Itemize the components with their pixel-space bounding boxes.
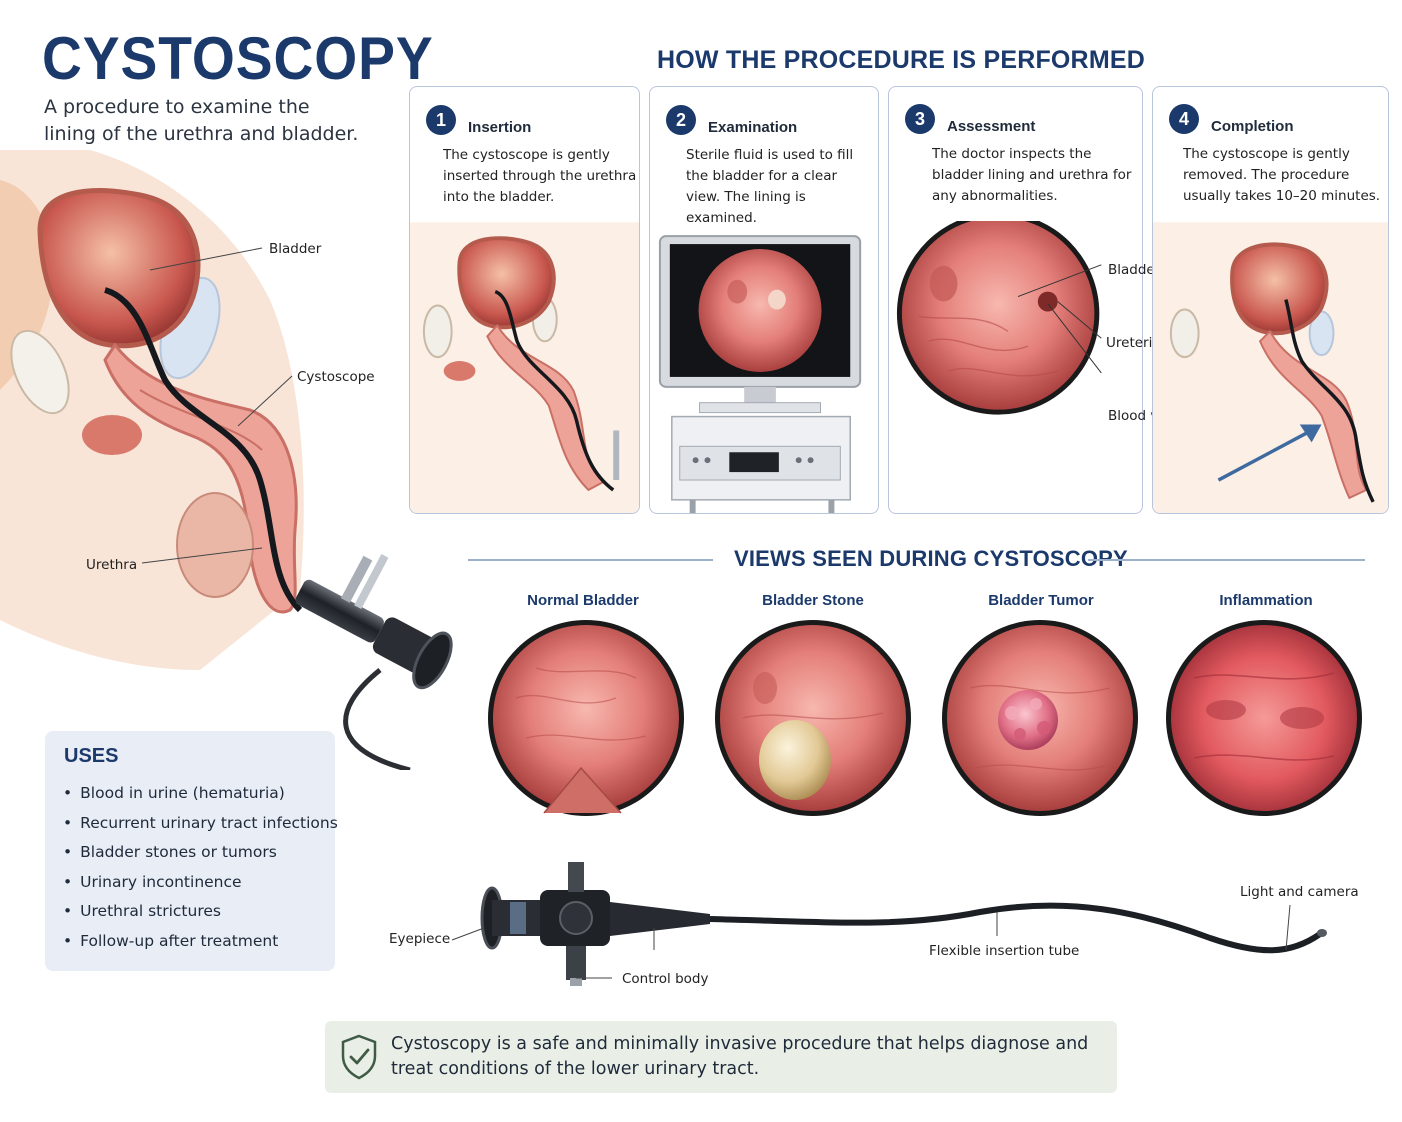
step-heading: Examination (708, 119, 798, 136)
label-urethra: Urethra (86, 557, 138, 573)
view-bladder-tumor (942, 620, 1138, 816)
views-divider-right (1088, 559, 1365, 561)
view-label-inflammation: Inflammation (1219, 592, 1313, 609)
anatomy-illustration (0, 150, 453, 770)
views-title: VIEWS SEEN DURING CYSTOSCOPY (734, 546, 1128, 571)
views-divider-left (468, 559, 713, 561)
label-light-and-camera: Light and camera (1240, 884, 1359, 900)
view-normal-bladder (488, 620, 684, 816)
step-description: The doctor inspects the bladder lining a… (932, 146, 1132, 204)
completion-illustration (1153, 222, 1388, 513)
list-item: Follow-up after treatment (63, 927, 338, 957)
label-insertion-tube: Flexible insertion tube (929, 943, 1080, 959)
page-subtitle: A procedure to examine the lining of the… (44, 96, 359, 145)
page-title: CYSTOSCOPY (42, 25, 434, 92)
label-cystoscope: Cystoscope (297, 369, 375, 385)
step-card-examination: 2 Examination Sterile fluid is used to f… (649, 86, 879, 514)
step-heading: Completion (1211, 118, 1294, 135)
step-number: 3 (905, 104, 935, 134)
step-heading: Insertion (468, 119, 532, 136)
step-number: 1 (426, 105, 456, 135)
step-card-completion: 4 Completion The cystoscope is gently re… (1152, 86, 1389, 514)
step-card-assessment: 3 Assessment The doctor inspects the bla… (888, 86, 1143, 514)
list-item: Urethral strictures (63, 897, 338, 927)
view-label-normal: Normal Bladder (527, 592, 639, 609)
list-item: Urinary incontinence (63, 868, 338, 898)
step-description: The cystoscope is gently inserted throug… (443, 147, 637, 205)
list-item: Recurrent urinary tract infections (63, 809, 338, 839)
label-control-body: Control body (622, 971, 709, 987)
shield-check-icon (341, 1034, 377, 1080)
label-eyepiece: Eyepiece (389, 931, 451, 947)
view-inflammation (1166, 620, 1362, 816)
insertion-illustration (410, 222, 639, 513)
step-heading: Assessment (947, 118, 1036, 135)
safety-note: Cystoscopy is a safe and minimally invas… (325, 1021, 1117, 1093)
monitor-illustration (658, 235, 862, 513)
step-number: 4 (1169, 104, 1199, 134)
procedure-title: HOW THE PROCEDURE IS PERFORMED (657, 46, 1145, 74)
list-item: Blood in urine (hematuria) (63, 779, 338, 809)
list-item: Bladder stones or tumors (63, 838, 338, 868)
safety-note-text: Cystoscopy is a safe and minimally invas… (391, 1034, 1089, 1079)
step-card-insertion: 1 Insertion The cystoscope is gently ins… (409, 86, 640, 514)
uses-title: USES (64, 745, 119, 767)
uses-panel: USES Blood in urine (hematuria) Recurren… (45, 731, 338, 971)
uses-list: Blood in urine (hematuria) Recurrent uri… (63, 779, 338, 956)
view-bladder-stone (715, 620, 911, 816)
step-number: 2 (666, 105, 696, 135)
label-bladder: Bladder (269, 241, 322, 257)
flexible-cystoscope-illustration (451, 862, 1327, 986)
step-description: The cystoscope is gently removed. The pr… (1183, 146, 1381, 204)
assessment-view-illustration (896, 221, 1102, 415)
view-label-stone: Bladder Stone (762, 592, 864, 609)
view-label-tumor: Bladder Tumor (988, 592, 1094, 609)
step-description: Sterile fluid is used to fill the bladde… (686, 147, 854, 226)
